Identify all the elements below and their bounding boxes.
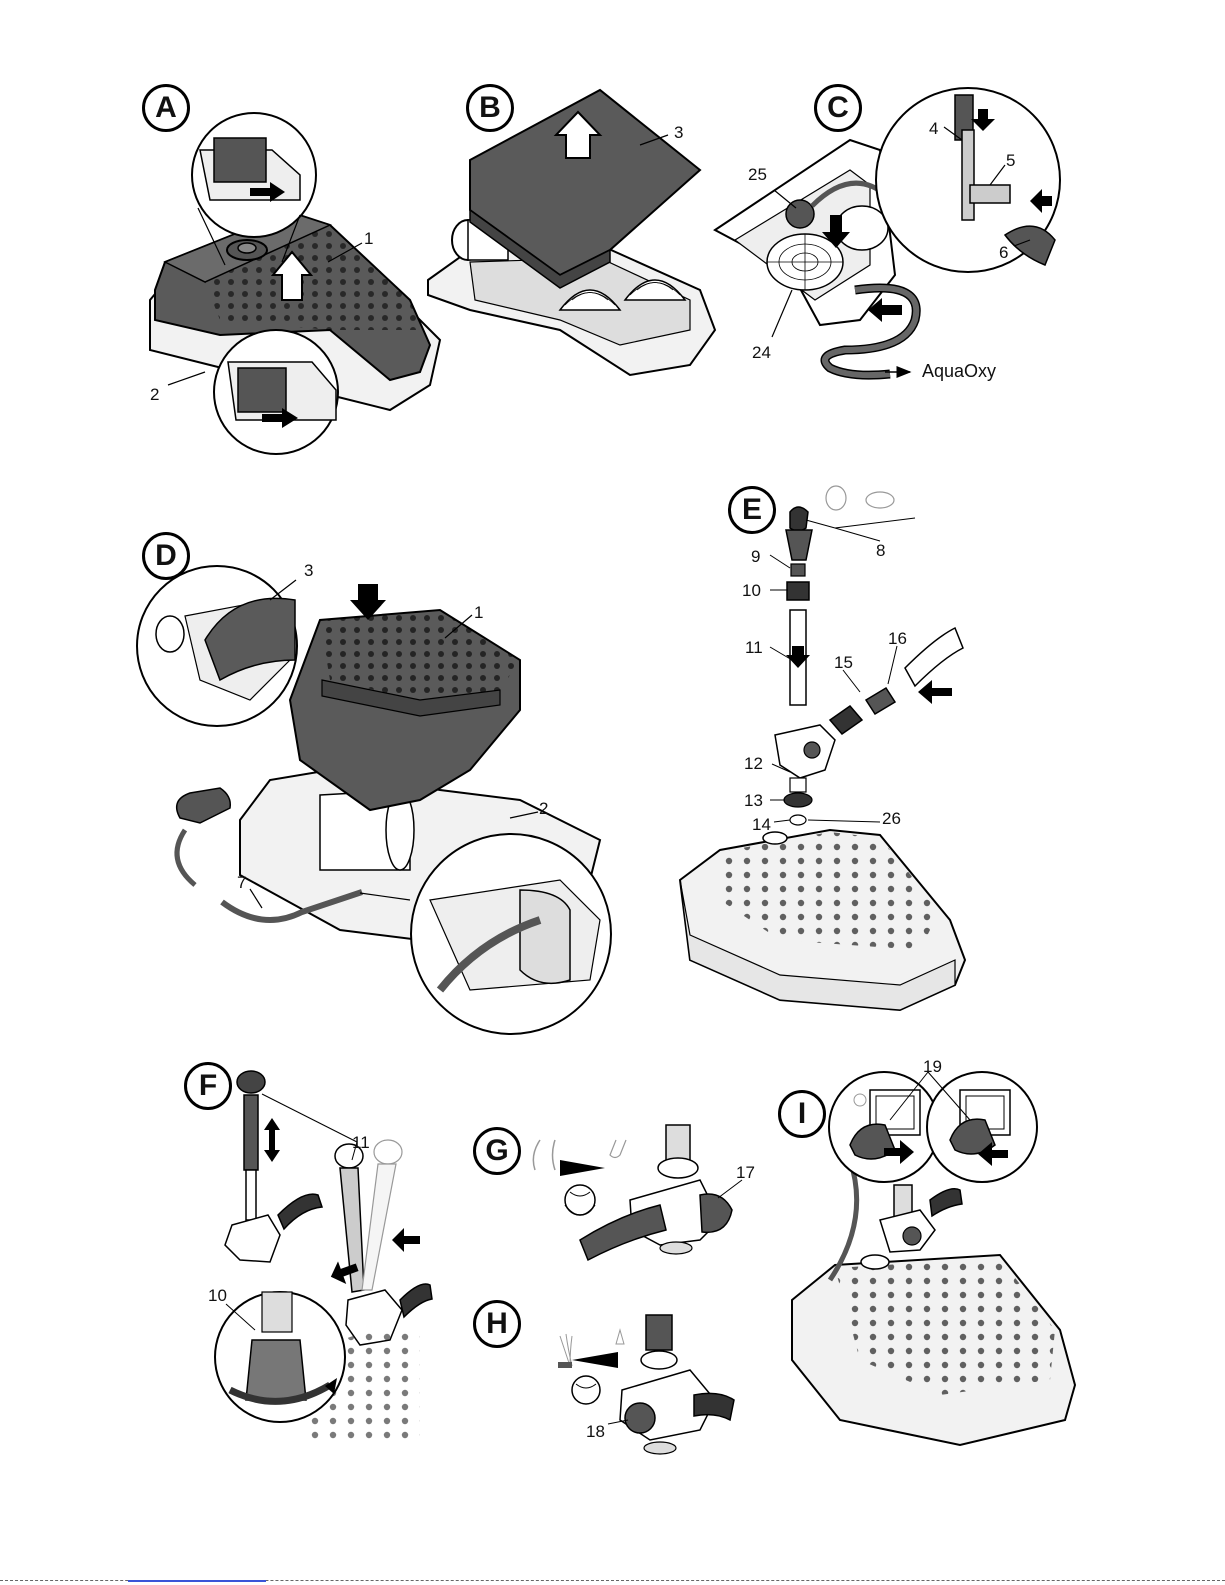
panel-b-drawing xyxy=(428,90,715,375)
panel-label-c: C xyxy=(814,84,862,132)
callout-e-9: 9 xyxy=(751,548,760,565)
panel-e-drawing xyxy=(680,486,965,1010)
panel-label-e: E xyxy=(728,486,776,534)
callout-e-11: 11 xyxy=(745,639,763,656)
panel-label-h: H xyxy=(473,1300,521,1348)
callout-c-24: 24 xyxy=(752,344,771,361)
panel-h-drawing xyxy=(558,1315,734,1454)
panel-i-drawing xyxy=(792,1072,1075,1445)
panel-c-drawing xyxy=(715,88,1060,375)
callout-c-6: 6 xyxy=(999,244,1008,261)
callout-e-12: 12 xyxy=(744,755,763,772)
callout-f-11: 11 xyxy=(352,1134,370,1151)
callout-a-2: 2 xyxy=(150,386,159,403)
panel-a-drawing xyxy=(150,113,440,454)
callout-e-16: 16 xyxy=(888,630,907,647)
callout-c-5: 5 xyxy=(1006,152,1015,169)
callout-e-13: 13 xyxy=(744,792,763,809)
callout-d-1: 1 xyxy=(474,604,483,621)
callout-e-26: 26 xyxy=(882,810,901,827)
callout-e-14: 14 xyxy=(752,816,771,833)
panel-label-i: I xyxy=(778,1090,826,1138)
panel-f-drawing xyxy=(215,1071,432,1440)
panel-label-a: A xyxy=(142,84,190,132)
callout-c-4: 4 xyxy=(929,120,938,137)
callout-d-2: 2 xyxy=(539,800,548,817)
callout-d-7: 7 xyxy=(237,874,246,891)
callout-a-1: 1 xyxy=(364,230,373,247)
callout-h-18: 18 xyxy=(586,1423,605,1440)
panel-label-g: G xyxy=(473,1127,521,1175)
callout-f-10: 10 xyxy=(208,1287,227,1304)
callout-c-aquaoxy: AquaOxy xyxy=(922,363,996,380)
callout-e-15: 15 xyxy=(834,654,853,671)
callout-e-10: 10 xyxy=(742,582,761,599)
panel-g-drawing xyxy=(533,1125,742,1260)
page-footer-link-mark xyxy=(128,1580,266,1582)
callout-i-19: 19 xyxy=(923,1058,942,1075)
panel-label-b: B xyxy=(466,84,514,132)
panel-label-d: D xyxy=(142,532,190,580)
callout-d-3: 3 xyxy=(304,562,313,579)
panel-label-f: F xyxy=(184,1062,232,1110)
callout-b-3: 3 xyxy=(674,124,683,141)
callout-e-8: 8 xyxy=(876,542,885,559)
callout-g-17: 17 xyxy=(736,1164,755,1181)
callout-c-25: 25 xyxy=(748,166,767,183)
